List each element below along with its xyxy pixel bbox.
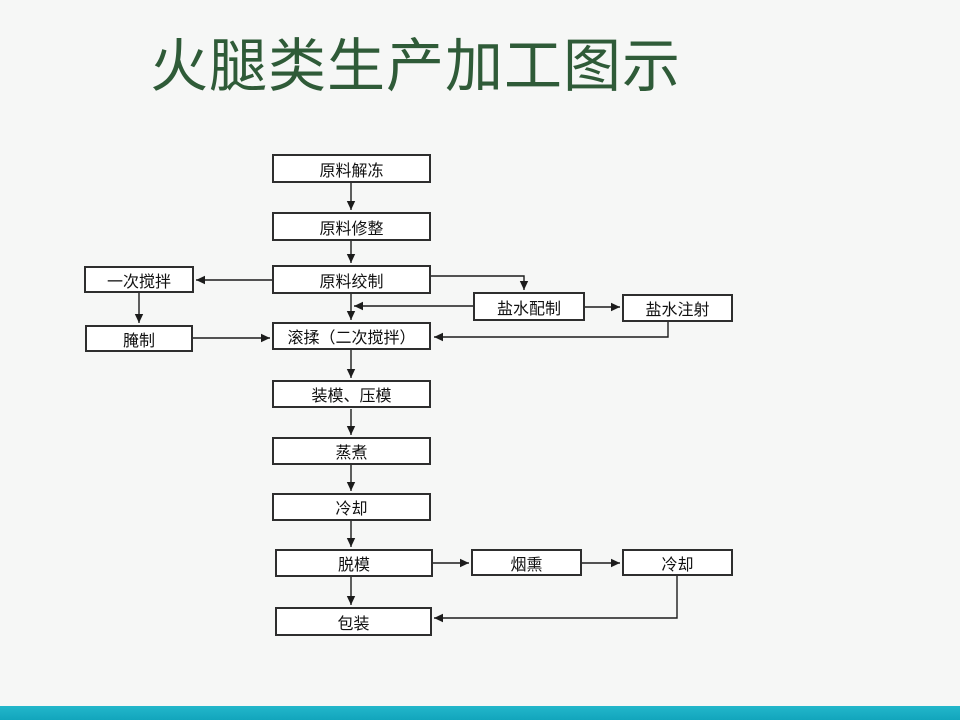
arrowhead-grind-brine-prep (519, 281, 529, 290)
edge-grind-brine-prep (431, 275, 525, 290)
arrowhead-demold-smoke (460, 558, 469, 568)
flow-node-label: 盐水注射 (645, 302, 710, 319)
flow-node-label: 冷却 (335, 501, 368, 518)
flow-node-label: 原料绞制 (319, 273, 384, 291)
flow-node-brine-prep: 盐水配制 (473, 292, 585, 321)
edge-brine-inject-tumble (434, 322, 669, 338)
arrowhead-brine-prep-tumble (354, 301, 363, 311)
arrowhead-mix1-cure (134, 314, 144, 323)
flow-node-mix1: 一次搅拌 (84, 266, 194, 293)
flow-node-label: 装模、压模 (311, 388, 392, 405)
flow-node-tumble: 滚揉（二次搅拌） (272, 322, 431, 350)
flow-node-label: 盐水配制 (496, 300, 561, 318)
flow-node-label: 一次搅拌 (106, 273, 171, 291)
flow-node-brine-inject: 盐水注射 (622, 294, 733, 322)
flow-node-label: 腌制 (122, 332, 155, 350)
flow-node-grind: 原料绞制 (272, 265, 431, 294)
arrowhead-smoke-cool2 (611, 558, 620, 568)
flow-node-label: 脱模 (337, 557, 370, 574)
flow-node-demold: 脱模 (275, 549, 433, 577)
flow-node-label: 滚揉（二次搅拌） (287, 330, 416, 347)
arrowhead-thaw-trim (346, 201, 356, 210)
flow-node-mold: 装模、压模 (272, 380, 431, 408)
flow-node-trim: 原料修整 (272, 212, 431, 241)
arrowhead-grind-tumble (346, 311, 356, 320)
flow-node-label: 原料解冻 (319, 162, 384, 180)
flow-node-cook: 蒸煮 (272, 437, 431, 465)
flow-node-cool1: 冷却 (272, 493, 431, 521)
arrowhead-brine-inject-tumble (434, 332, 443, 342)
arrowhead-grind-mix1 (196, 275, 205, 285)
flow-node-label: 冷却 (661, 556, 694, 574)
arrowhead-demold-pack (346, 596, 356, 605)
arrowhead-cool2-pack (434, 613, 443, 623)
arrowhead-cure-tumble (261, 333, 270, 343)
flow-node-label: 烟熏 (510, 556, 543, 574)
flow-node-label: 原料修整 (319, 220, 384, 238)
arrowhead-mold-cook (346, 426, 356, 435)
flow-node-thaw: 原料解冻 (272, 154, 431, 183)
accent-bar (0, 706, 960, 720)
arrowhead-tumble-mold (346, 369, 356, 378)
flow-node-smoke: 烟熏 (471, 549, 582, 576)
flow-node-label: 包装 (337, 615, 370, 633)
arrowhead-trim-grind (346, 254, 356, 263)
arrowhead-cool1-demold (346, 538, 356, 547)
flow-node-label: 蒸煮 (335, 445, 368, 462)
flow-node-pack: 包装 (275, 607, 432, 636)
arrowhead-brine-prep-brine-inject (611, 302, 620, 312)
arrowhead-cook-cool1 (346, 482, 356, 491)
edge-cool2-pack (434, 576, 678, 619)
flow-node-cool2: 冷却 (622, 549, 733, 576)
slide-title: 火腿类生产加工图示 (150, 34, 682, 99)
flow-node-cure: 腌制 (85, 325, 193, 352)
